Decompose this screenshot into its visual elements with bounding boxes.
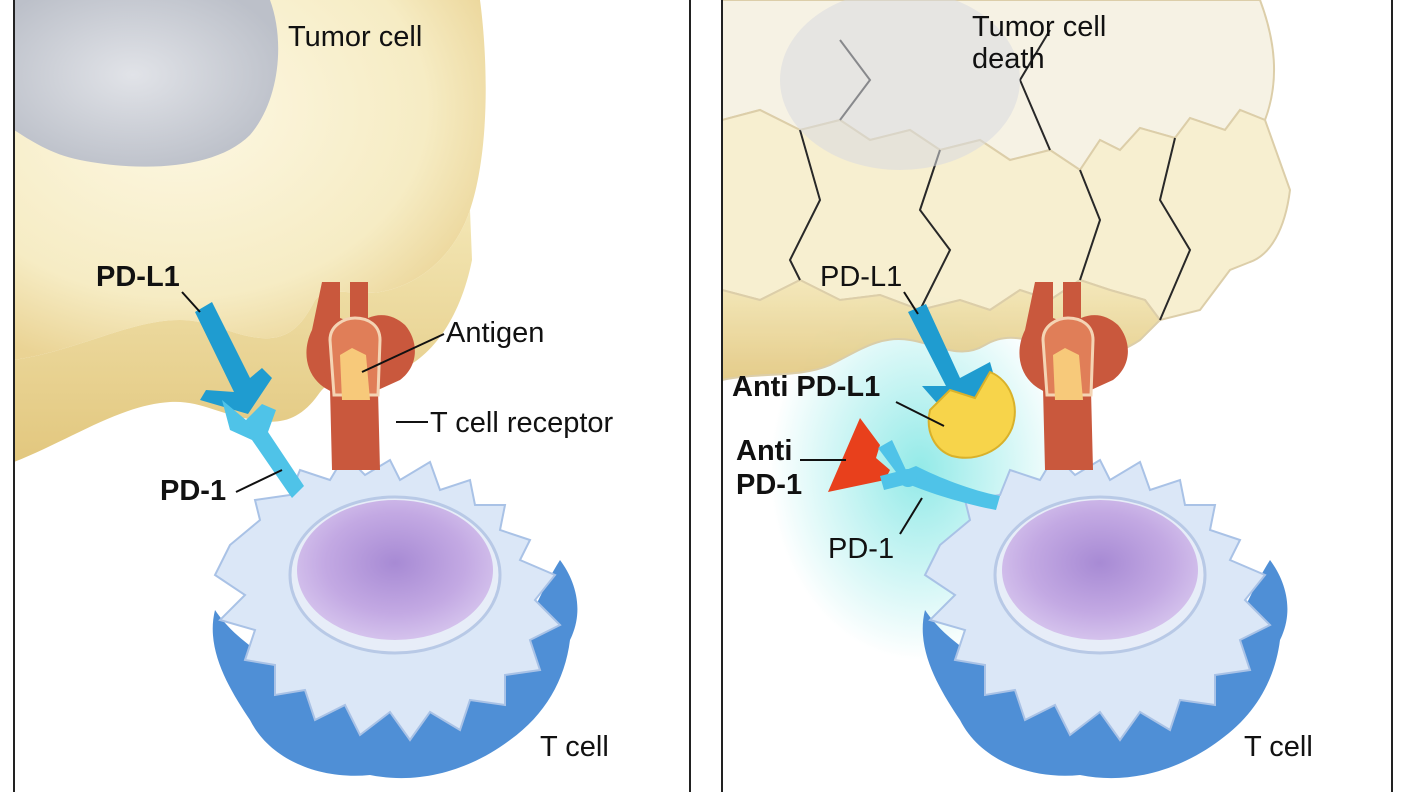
tumor-cell bbox=[14, 0, 486, 462]
anti-pd-1-label-line2: PD-1 bbox=[736, 469, 802, 501]
anti-pd-l1-leader bbox=[895, 401, 945, 427]
t-cell-receptor-right bbox=[1019, 282, 1128, 470]
t-cell-nucleus bbox=[1002, 500, 1198, 640]
t-cell-receptor-label: T cell receptor bbox=[430, 407, 614, 439]
tumor-cell-death-label-line1: Tumor cell bbox=[972, 11, 1106, 43]
pd-l1-leader-right bbox=[903, 291, 919, 315]
pd-l1-leader bbox=[181, 291, 201, 313]
pd-l1-receptor bbox=[195, 302, 272, 414]
t-cell-right bbox=[922, 453, 1288, 779]
antigen-label: Antigen bbox=[446, 317, 544, 349]
t-cell bbox=[212, 453, 578, 779]
left-panel: Tumor cell PD-L1 Antigen T cell receptor… bbox=[14, 0, 614, 779]
pd-1-receptor bbox=[222, 400, 304, 498]
t-cell-nucleus bbox=[297, 500, 493, 640]
pd-l1-label-right: PD-L1 bbox=[820, 261, 902, 293]
pd-1-receptor-right bbox=[878, 440, 1000, 510]
pd-1-label: PD-1 bbox=[160, 475, 226, 507]
t-cell-label: T cell bbox=[540, 731, 609, 763]
tumor-cell-death-label-line2: death bbox=[972, 43, 1045, 75]
tumor-cell-fragmented bbox=[722, 0, 1292, 382]
pd-1-leader bbox=[235, 469, 283, 493]
antigen-leader bbox=[361, 333, 445, 373]
anti-pd-l1-antibody bbox=[927, 370, 1016, 459]
anti-pd-1-antibody bbox=[828, 418, 890, 492]
pd-l1-receptor-right bbox=[908, 304, 994, 410]
tumor-cell-label: Tumor cell bbox=[288, 21, 422, 53]
antigen bbox=[340, 348, 370, 400]
right-panel: Tumor cell death PD-L1 Anti PD-L1 Anti P… bbox=[722, 0, 1313, 779]
t-cell-spikes bbox=[212, 560, 578, 779]
pd-1-leader-right bbox=[899, 497, 923, 535]
anti-pd-1-label-line1: Anti bbox=[736, 435, 792, 467]
antigen bbox=[1053, 348, 1083, 400]
pd-1-label-right: PD-1 bbox=[828, 533, 894, 565]
t-cell-spikes bbox=[922, 560, 1288, 779]
tumor-nucleus-faded bbox=[780, 0, 1020, 170]
tumor-nucleus bbox=[14, 0, 279, 167]
t-cell-receptor bbox=[306, 282, 415, 470]
t-cell-label-right: T cell bbox=[1244, 731, 1313, 763]
pd-l1-label: PD-L1 bbox=[96, 261, 180, 293]
anti-pd-l1-label: Anti PD-L1 bbox=[732, 371, 880, 403]
